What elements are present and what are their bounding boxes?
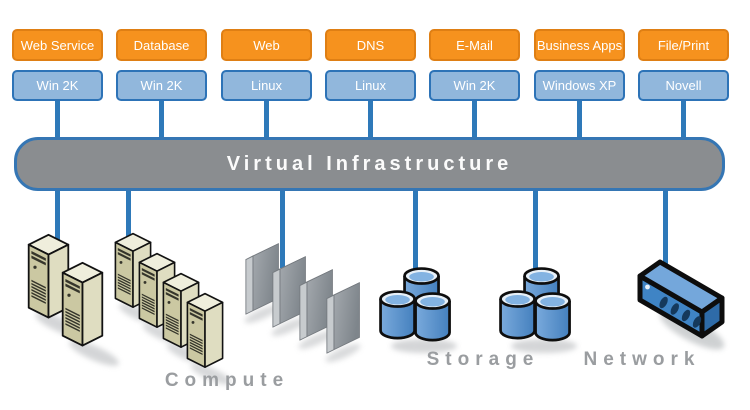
os-box: Windows XP bbox=[534, 70, 625, 101]
app-box: Database bbox=[116, 29, 207, 61]
os-label: Win 2K bbox=[36, 78, 79, 93]
network-switch-icon bbox=[637, 259, 725, 350]
os-label: Linux bbox=[354, 78, 387, 93]
os-label: Win 2K bbox=[140, 78, 183, 93]
os-box: Linux bbox=[221, 70, 312, 101]
storage-disks-icon bbox=[379, 267, 457, 353]
os-box: Win 2K bbox=[116, 70, 207, 101]
os-label: Win 2K bbox=[453, 78, 496, 93]
connector-line bbox=[368, 99, 373, 141]
app-box: E-Mail bbox=[429, 29, 520, 61]
connector-line bbox=[412, 188, 418, 274]
app-box: Web Service bbox=[12, 29, 103, 61]
os-label: Windows XP bbox=[542, 78, 617, 93]
app-box: File/Print bbox=[638, 29, 729, 61]
network-label: Network bbox=[583, 349, 701, 370]
os-box: Win 2K bbox=[429, 70, 520, 101]
connector-line bbox=[532, 188, 538, 274]
storage-disks-icon bbox=[499, 267, 577, 353]
virtual-infrastructure-bus: Virtual Infrastructure bbox=[14, 137, 725, 191]
stack-column-email: E-Mail Win 2K bbox=[429, 0, 520, 145]
stack-column-file-print: File/Print Novell bbox=[638, 0, 729, 145]
connector-line bbox=[125, 188, 131, 254]
connector-line bbox=[264, 99, 269, 141]
app-label: Web Service bbox=[20, 37, 95, 53]
app-label: Business Apps bbox=[536, 37, 623, 53]
connector-line bbox=[279, 188, 285, 268]
stack-column-dns: DNS Linux bbox=[325, 0, 416, 145]
os-label: Novell bbox=[665, 78, 702, 93]
stack-column-web-service: Web Service Win 2K bbox=[12, 0, 103, 145]
app-label: File/Print bbox=[657, 37, 710, 53]
os-label: Linux bbox=[250, 78, 283, 93]
app-label: Web bbox=[253, 37, 280, 53]
app-label: DNS bbox=[356, 37, 385, 53]
stack-column-web: Web Linux bbox=[221, 0, 312, 145]
os-box: Linux bbox=[325, 70, 416, 101]
app-label: Database bbox=[133, 37, 190, 53]
compute-server-rack-icon bbox=[114, 232, 232, 385]
app-box: DNS bbox=[325, 29, 416, 61]
stack-column-database: Database Win 2K bbox=[116, 0, 207, 145]
connector-line bbox=[472, 99, 477, 141]
os-box: Win 2K bbox=[12, 70, 103, 101]
bus-label: Virtual Infrastructure bbox=[226, 152, 513, 175]
compute-tower-servers-icon bbox=[27, 233, 119, 366]
compute-label: Compute bbox=[164, 370, 290, 391]
compute-blade-servers-icon bbox=[244, 243, 361, 362]
app-box: Web bbox=[221, 29, 312, 61]
connector-line bbox=[681, 99, 686, 141]
connector-line bbox=[662, 188, 668, 266]
stack-column-business-apps: Business Apps Windows XP bbox=[534, 0, 625, 145]
connector-line bbox=[577, 99, 582, 141]
app-box: Business Apps bbox=[534, 29, 625, 61]
os-box: Novell bbox=[638, 70, 729, 101]
storage-label: Storage bbox=[426, 349, 540, 370]
connector-line bbox=[55, 99, 60, 141]
connector-line bbox=[159, 99, 164, 141]
connector-line bbox=[54, 188, 60, 250]
app-label: E-Mail bbox=[456, 37, 493, 53]
